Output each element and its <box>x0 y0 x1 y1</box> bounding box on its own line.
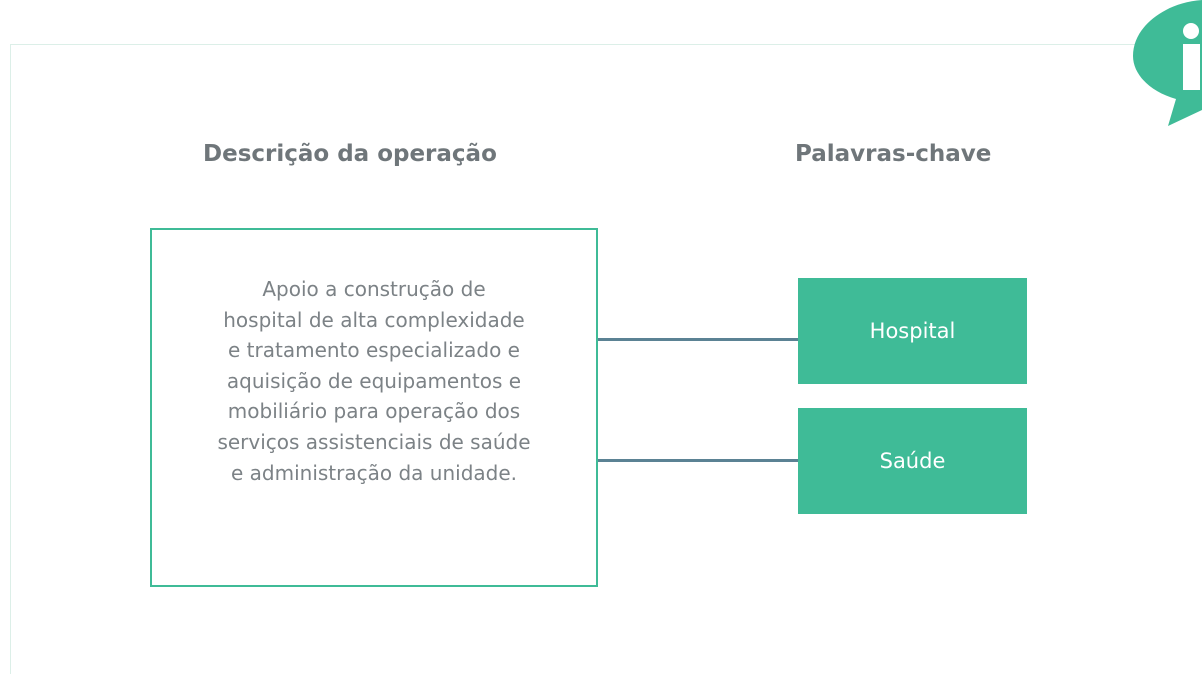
keyword-box-hospital: Hospital <box>798 278 1027 384</box>
connector-line-hospital <box>598 338 798 341</box>
keyword-label-hospital: Hospital <box>869 319 956 343</box>
content-frame <box>10 44 1202 674</box>
keywords-heading: Palavras-chave <box>795 141 992 167</box>
connector-line-saude <box>598 459 798 462</box>
description-heading: Descrição da operação <box>203 141 497 167</box>
operation-description-text: Apoio a construção de hospital de alta c… <box>217 277 531 485</box>
keyword-box-saude: Saúde <box>798 408 1027 514</box>
operation-description-box: Apoio a construção de hospital de alta c… <box>150 228 598 587</box>
keyword-label-saude: Saúde <box>879 449 946 473</box>
info-speech-bubble-icon[interactable] <box>1133 0 1202 126</box>
